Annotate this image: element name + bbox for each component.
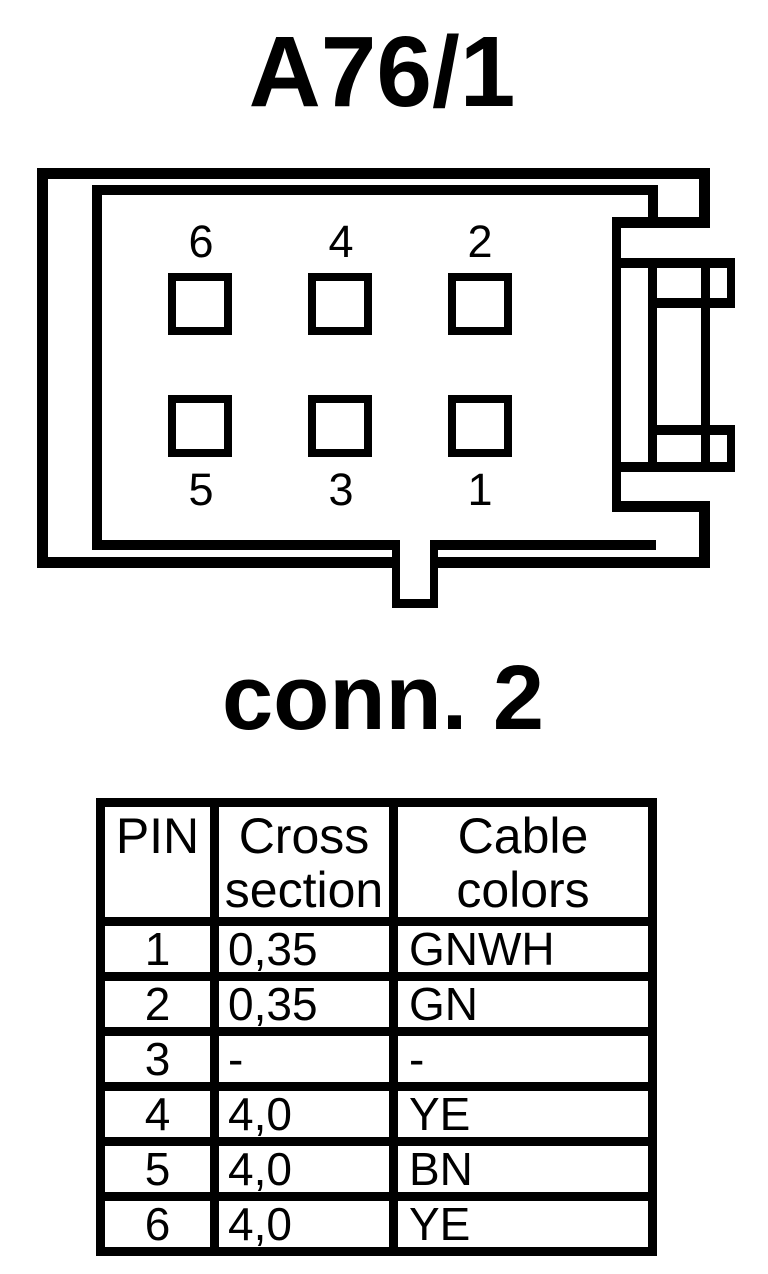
connector-label: conn. 2 <box>222 647 544 749</box>
table-row-pin-1: 1 0,35 GNWH <box>96 917 657 981</box>
connector-diagram: A76/1 <box>37 16 735 749</box>
table-row-pin-4: 4 4,0 YE <box>96 1082 657 1146</box>
cell-pin: 2 <box>96 972 219 1036</box>
pin-square-5 <box>168 395 232 457</box>
page-title: A76/1 <box>249 16 516 128</box>
table-row-pin-2: 2 0,35 GN <box>96 972 657 1036</box>
cell-pin: 3 <box>96 1027 219 1091</box>
connector-outer-shell <box>37 168 710 568</box>
cell-pin: 6 <box>96 1192 219 1256</box>
cell-cross-section: 4,0 <box>210 1192 398 1256</box>
table-row-pin-3: 3 - - <box>96 1027 657 1091</box>
cell-cable-color: YE <box>389 1192 657 1256</box>
cell-cable-color: BN <box>389 1137 657 1201</box>
cell-cable-color: - <box>389 1027 657 1091</box>
pin-label-1: 1 <box>467 464 492 515</box>
col-header-pin: PIN <box>96 798 219 926</box>
cell-pin: 5 <box>96 1137 219 1201</box>
cell-cross-section: 0,35 <box>210 917 398 981</box>
pin-label-5: 5 <box>188 464 213 515</box>
connector-latch <box>618 258 735 472</box>
pin-assignment-table: PIN Cross section Cable colors 1 0,35 GN… <box>96 798 657 1256</box>
pin-label-6: 6 <box>188 216 213 267</box>
cell-cross-section: 0,35 <box>210 972 398 1036</box>
cell-pin: 1 <box>96 917 219 981</box>
pin-square-1 <box>448 395 512 457</box>
pin-square-3 <box>308 395 372 457</box>
connector-inner-cavity <box>92 185 658 550</box>
cell-cable-color: GNWH <box>389 917 657 981</box>
pin-square-2 <box>448 273 512 335</box>
pin-label-2: 2 <box>467 216 492 267</box>
pin-label-4: 4 <box>328 216 353 267</box>
pin-label-3: 3 <box>328 464 353 515</box>
col-header-cable-colors: Cable colors <box>389 798 657 926</box>
cell-cross-section: 4,0 <box>210 1082 398 1146</box>
table-header-row: PIN Cross section Cable colors <box>96 798 657 926</box>
cell-cable-color: GN <box>389 972 657 1036</box>
connector-bottom-tab <box>392 540 438 608</box>
cell-pin: 4 <box>96 1082 219 1146</box>
table-row-pin-6: 6 4,0 YE <box>96 1192 657 1256</box>
cell-cross-section: 4,0 <box>210 1137 398 1201</box>
cell-cross-section: - <box>210 1027 398 1091</box>
col-header-cross-section: Cross section <box>210 798 398 926</box>
pin-square-4 <box>308 273 372 335</box>
cell-cable-color: YE <box>389 1082 657 1146</box>
pin-square-6 <box>168 273 232 335</box>
table-row-pin-5: 5 4,0 BN <box>96 1137 657 1201</box>
